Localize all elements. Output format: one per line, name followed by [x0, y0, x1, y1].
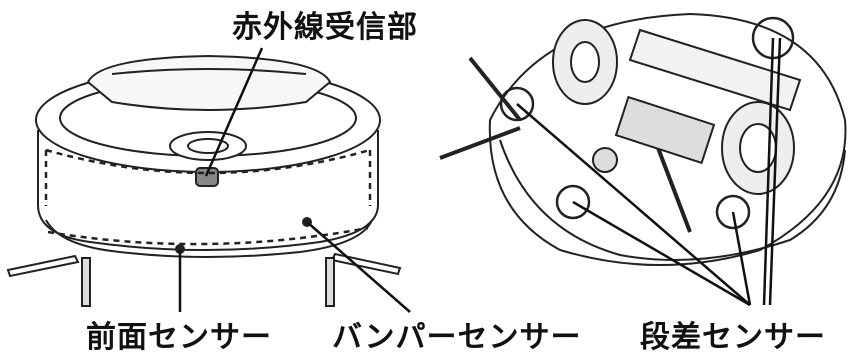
caster-wheel: [592, 147, 618, 173]
right-wheel: [721, 101, 795, 195]
front-sensor-dashed-line: [47, 226, 369, 246]
bumper-sensor-dashed-line: [44, 148, 372, 206]
left-wheel: [552, 19, 618, 105]
cliff-sensor-marker-3: [715, 194, 751, 230]
side-brush-right: [325, 252, 402, 307]
label-front-sensor: 前面センサー: [86, 320, 272, 355]
cliff-sensor-marker-1: [499, 86, 535, 122]
side-brush-left: [6, 254, 91, 307]
power-button: [169, 131, 247, 161]
leader-lines-right: [516, 37, 782, 307]
label-cliff-sensor: 段差センサー: [640, 320, 826, 355]
label-ir-receiver: 赤外線受信部: [232, 10, 418, 45]
robot-front-view: [6, 54, 402, 307]
underside-vents: [614, 95, 716, 165]
label-bumper-sensor: バンパーセンサー: [332, 320, 582, 355]
cliff-sensor-marker-2: [555, 184, 591, 220]
leader-lines-left: [178, 47, 411, 313]
robot-underside-view: [439, 12, 847, 266]
